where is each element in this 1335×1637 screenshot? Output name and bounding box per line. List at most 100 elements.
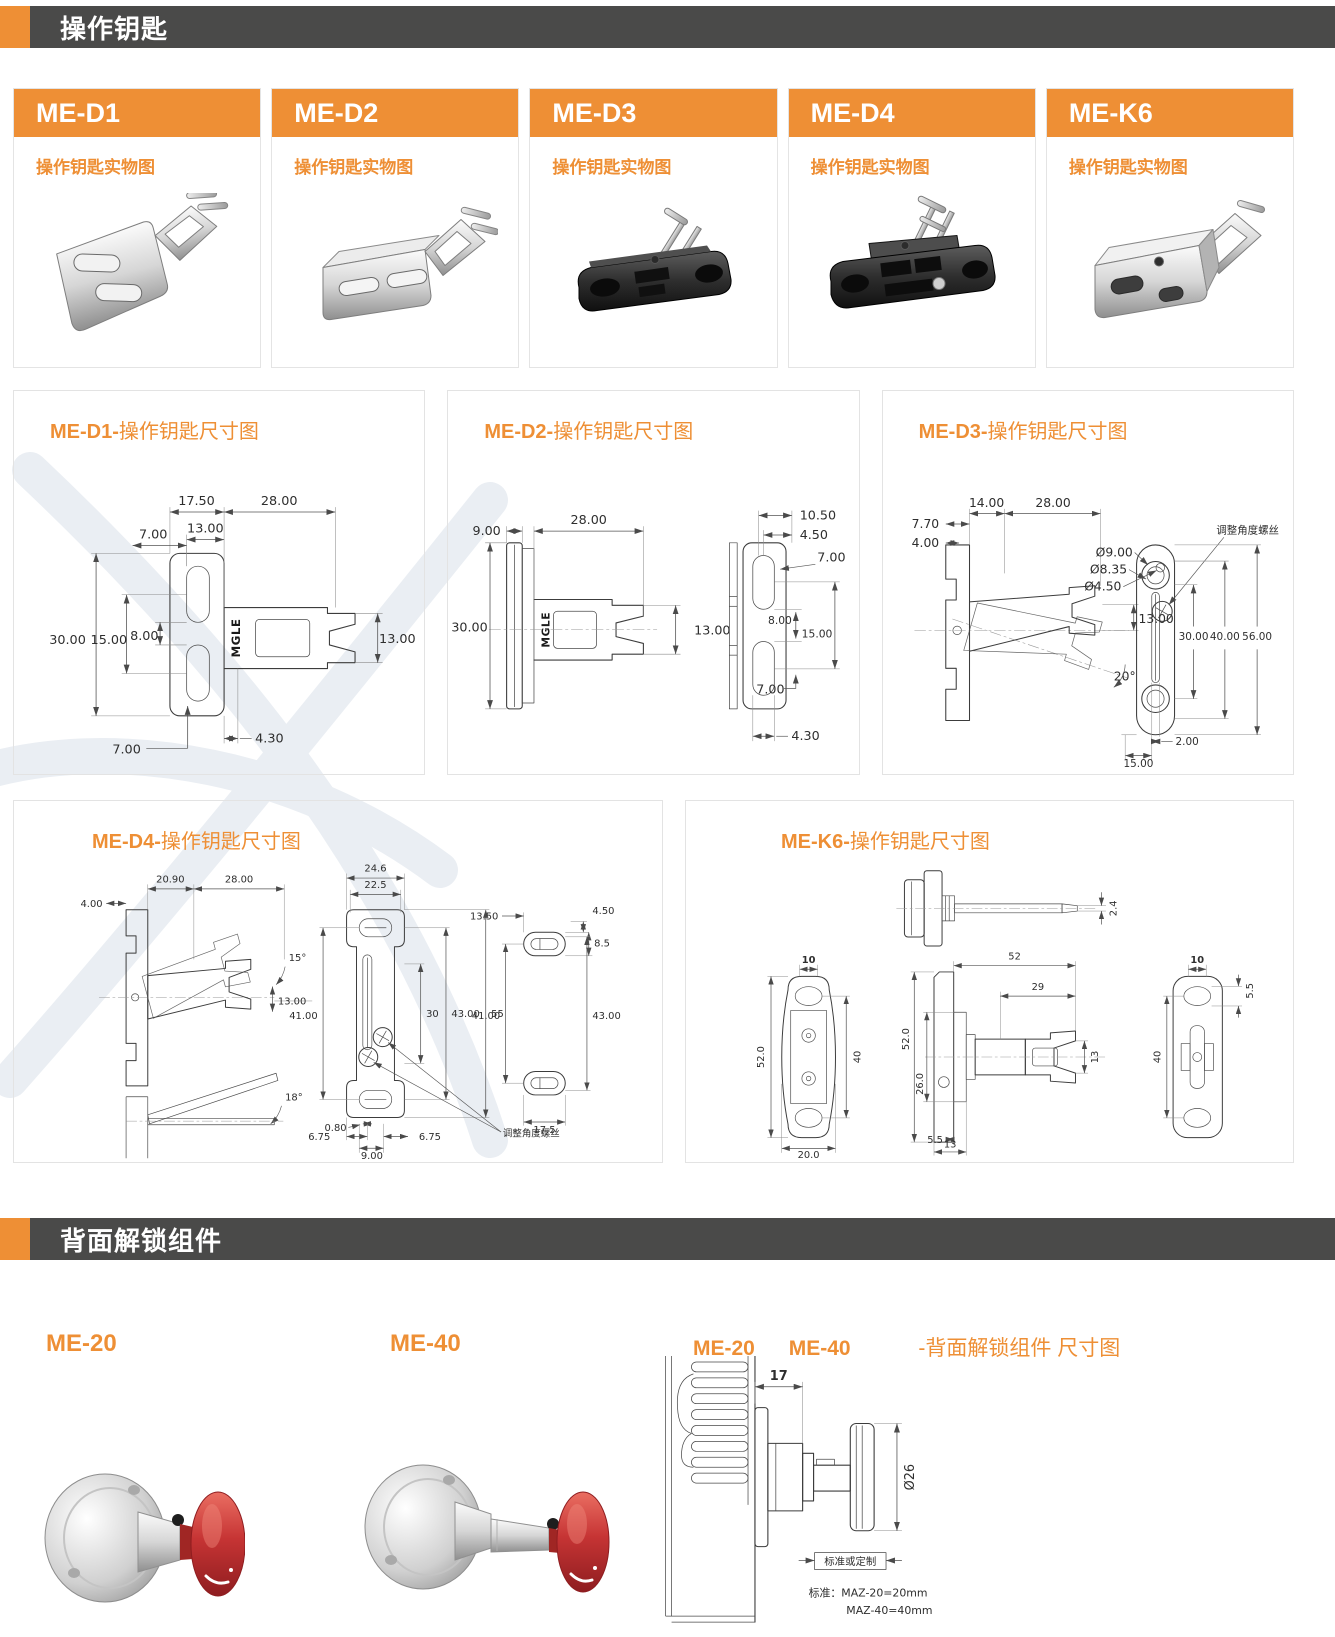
dim-label: 40.00	[1210, 631, 1240, 643]
drawing-title-model: ME-D3-	[918, 421, 988, 443]
card-photo-label: 操作钥匙实物图	[552, 158, 672, 177]
drawing-title-text: 操作钥匙尺寸图	[849, 831, 990, 853]
dim-label: 24.6	[364, 864, 386, 875]
card-photo-label: 操作钥匙实物图	[810, 158, 930, 177]
dim-label: 14.00	[969, 496, 1004, 510]
unlock-dim-title-me40: ME-40	[788, 1337, 851, 1360]
product-card-me-d2: ME-D2 操作钥匙实物图	[271, 88, 520, 368]
card-photo-label: 操作钥匙实物图	[36, 158, 155, 177]
product-card-me-d4: ME-D4 操作钥匙实物图	[787, 88, 1036, 368]
drawing-box-me-d3: ME-D3-操作钥匙尺寸图 14.00 28.00 7.70 4.00 13.0…	[881, 390, 1294, 775]
dim-label: 4.00	[911, 536, 939, 550]
drawing-title-text: 操作钥匙尺寸图	[160, 831, 301, 853]
dim-label: 15.00	[802, 628, 833, 641]
dim-label: 56.00	[1242, 631, 1272, 643]
unlock-dim-title-me20: ME-20	[693, 1337, 755, 1360]
dim-label: 30.00	[452, 620, 488, 635]
drawing-box-me-d4: ME-D4-操作钥匙尺寸图 4.00 20.90 28.00 15° 13.00…	[13, 800, 663, 1163]
me-d2-photo	[322, 206, 498, 320]
dim-label: 17	[770, 1369, 788, 1384]
note-line-2: MAZ-40=40mm	[846, 1604, 932, 1617]
dim-label: 7.00	[112, 742, 141, 757]
dim-label: 18°	[285, 1092, 303, 1103]
dim-label: 30.00	[1178, 631, 1208, 643]
dim-label: Ø8.35	[1090, 562, 1127, 576]
unlock-dimension-drawing: 17 Ø26 标准或定制 标准：MAZ-20=20mm MAZ-40=40mm	[665, 1356, 933, 1623]
dim-label: 9.00	[361, 1151, 383, 1160]
dim-label: 6.75	[308, 1132, 330, 1143]
card-model: ME-D2	[272, 89, 519, 137]
dim-label: 2.00	[1175, 736, 1198, 748]
me-20-photo	[44, 1473, 245, 1603]
brand-logo-text: MGLE	[229, 619, 243, 658]
me-d3-photo	[577, 207, 732, 311]
dim-label: 30.00	[49, 633, 86, 648]
product-card-me-d3: ME-D3 操作钥匙实物图	[529, 88, 778, 368]
header-accent-block	[0, 1218, 30, 1260]
dim-label: Ø26	[903, 1464, 918, 1491]
dim-label: 9.00	[473, 523, 501, 538]
dim-label: 7.00	[139, 528, 168, 543]
card-photo-label: 操作钥匙实物图	[1068, 158, 1188, 177]
dim-label: 8.00	[130, 629, 159, 644]
drawing-title-text: 操作钥匙尺寸图	[553, 421, 694, 443]
card-model: ME-D3	[530, 89, 777, 137]
dim-label: 15°	[289, 953, 307, 964]
dim-label: 26.0	[915, 1073, 926, 1095]
me-20-label: ME-20	[46, 1330, 117, 1357]
me-d4-dimension-drawing: 4.00 20.90 28.00 15° 13.00 18° 24.6	[80, 864, 620, 1160]
dim-label: 5.5	[1245, 983, 1256, 999]
dim-label: 41.00	[289, 1011, 317, 1022]
dim-label: 4.30	[792, 728, 820, 743]
dim-label: 20°	[1113, 670, 1135, 684]
dim-label: 52.0	[901, 1028, 912, 1050]
dim-label: 17.50	[178, 494, 215, 509]
dim-label: 2.4	[1109, 901, 1120, 917]
dim-note: 标准或定制	[824, 1555, 876, 1568]
dim-label: 55	[491, 1009, 504, 1020]
drawing-title-text: 操作钥匙尺寸图	[118, 421, 259, 443]
drawing-title-text: 操作钥匙尺寸图	[987, 421, 1128, 443]
me-40-label: ME-40	[390, 1330, 461, 1357]
me-d3-dimension-drawing: 14.00 28.00 7.70 4.00 13.00 20° Ø9.00 Ø8…	[911, 496, 1278, 768]
section-header-back-unlock: 背面解锁组件	[0, 1218, 1335, 1260]
dim-label: 0.80	[324, 1123, 346, 1134]
dim-label: 28.00	[1035, 496, 1070, 510]
dim-label: 8.5	[594, 939, 610, 950]
drawing-title-model: ME-D4-	[92, 831, 161, 853]
dim-note: 调整角度螺丝	[503, 1128, 560, 1140]
dim-label: 15.00	[1123, 758, 1153, 768]
card-model: ME-D4	[788, 89, 1035, 137]
dim-label: 20.0	[798, 1150, 820, 1160]
dim-label: 6.75	[419, 1132, 441, 1143]
me-d4-photo	[829, 195, 996, 308]
drawing-box-me-d2: ME-D2-操作钥匙尺寸图 MGLE 9.00 28.00 30.00 13.0…	[447, 390, 860, 775]
card-photo-label: 操作钥匙实物图	[294, 158, 414, 177]
dim-label: 30	[426, 1009, 439, 1020]
dim-label: 52	[1008, 951, 1021, 962]
dim-label: 13	[944, 1139, 957, 1150]
dim-label: 43.00	[592, 1011, 620, 1022]
section-title: 背面解锁组件	[60, 1225, 223, 1256]
section-header-operation-key: 操作钥匙	[0, 6, 1335, 48]
me-40-photo	[364, 1464, 610, 1593]
dim-label: 10	[1190, 955, 1204, 966]
dim-label: 28.00	[261, 494, 298, 509]
unlock-dim-title: ME-20 ME-40 -背面解锁组件 尺寸图	[693, 1332, 1120, 1362]
dim-label: 13.00	[278, 997, 306, 1008]
dim-label: 10	[802, 955, 816, 966]
note-line-1: 标准：MAZ-20=20mm	[809, 1585, 928, 1599]
me-d2-dimension-drawing: MGLE 9.00 28.00 30.00 13.00 10.50 4.50	[452, 507, 846, 743]
unlock-dim-title-text: -背面解锁组件 尺寸图	[918, 1337, 1121, 1360]
dim-label: 13.00	[187, 522, 224, 537]
drawing-title-model: ME-D1-	[50, 421, 119, 443]
me-k6-photo	[1094, 199, 1266, 318]
product-card-me-d1: ME-D1 操作钥匙实物图	[13, 88, 262, 368]
dimension-drawings-row-1: ME-D1-操作钥匙尺寸图 MGLE 17.50 28.00 13.00 7.0…	[13, 390, 1294, 775]
product-card-row: ME-D1 操作钥匙实物图 ME-D2 操作钥匙实物图	[13, 88, 1295, 368]
dim-label: 28.00	[225, 875, 253, 886]
dim-label: Ø4.50	[1084, 579, 1121, 593]
dim-label: 13.50	[470, 912, 498, 923]
me-d1-photo	[55, 192, 228, 331]
drawing-box-me-k6: ME-K6-操作钥匙尺寸图 2.4 10 52.0	[684, 800, 1294, 1163]
